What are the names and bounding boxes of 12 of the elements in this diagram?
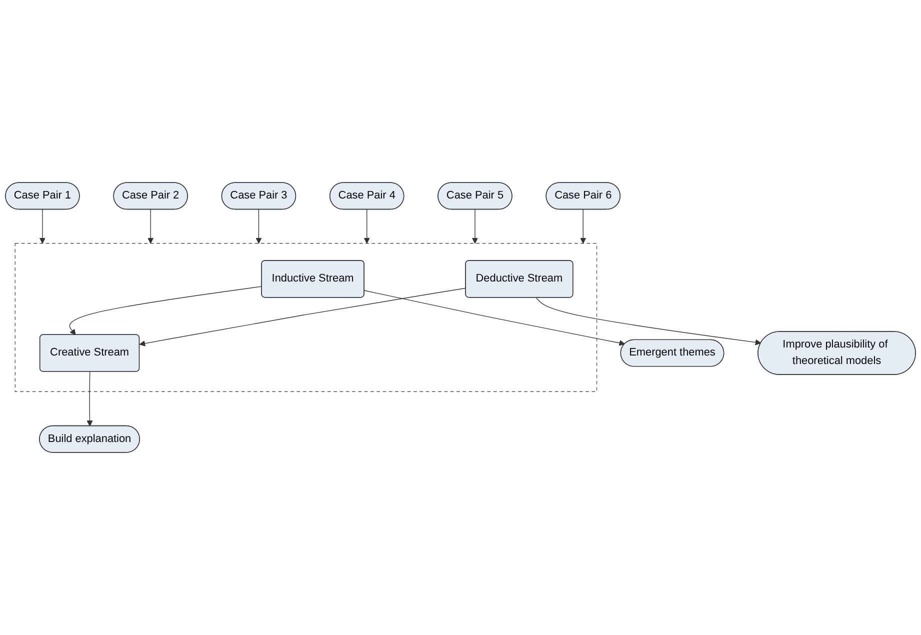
cluster [14, 243, 598, 392]
arrow [536, 297, 762, 346]
arrow [256, 208, 262, 244]
arrow [39, 208, 46, 244]
arrow [86, 371, 93, 426]
arrow [139, 288, 466, 346]
arrow [69, 286, 262, 336]
arrow [580, 208, 586, 244]
arrow [364, 290, 626, 346]
arrow [472, 208, 478, 244]
arrow [148, 208, 154, 244]
arrow [364, 208, 370, 244]
